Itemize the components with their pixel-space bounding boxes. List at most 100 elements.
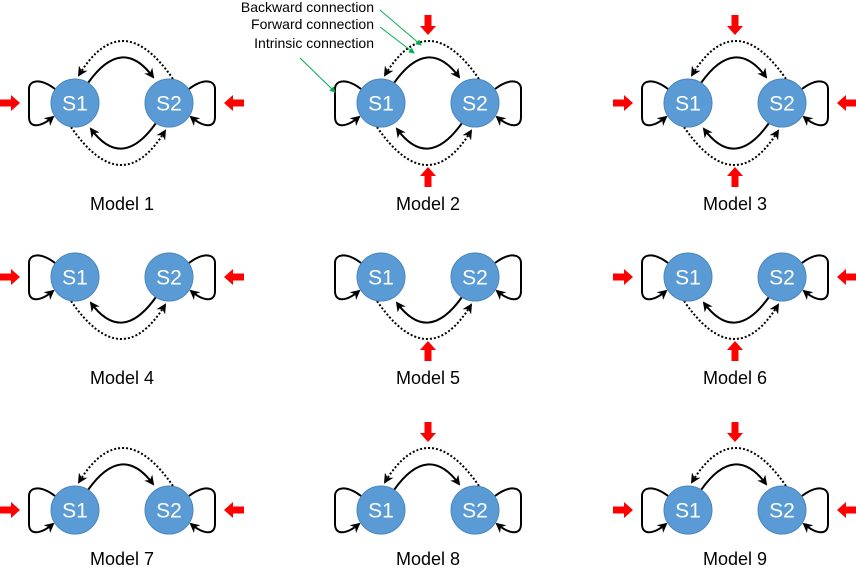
input-arrow-bottom [420,341,436,361]
backward-connection-bottom [683,126,780,166]
node-s1 [50,252,100,302]
input-arrow-right [837,95,856,111]
intrinsic-connection-s1 [28,487,56,534]
node-s1 [50,78,100,128]
input-arrow-left [613,502,633,518]
forward-connection-bottom [702,122,770,150]
node-label-s1: S1 [675,267,701,290]
intrinsic-connection-s2 [188,487,216,534]
node-s1 [356,485,406,535]
backward-connection-bottom [376,300,473,340]
model-label: Model 4 [90,368,154,388]
legend-pointer-intrinsic [299,57,336,93]
intrinsic-connection-s2 [494,487,522,534]
backward-connection-bottom [70,300,167,340]
input-arrow-left [0,269,20,285]
node-s2 [144,485,194,535]
intrinsic-connection-s1 [641,254,669,301]
input-arrow-left [0,502,20,518]
backward-connection-bottom [376,126,473,166]
input-arrow-left [613,95,633,111]
intrinsic-connection-s2 [494,254,522,301]
node-label-s2: S2 [156,93,182,116]
forward-connection-top [393,56,461,84]
model-label: Model 5 [396,368,460,388]
backward-connection-bottom [70,126,167,166]
input-arrow-right [837,502,856,518]
forward-connection-top [393,463,461,491]
intrinsic-connection-s2 [801,487,829,534]
model-label: Model 9 [703,549,767,569]
input-arrow-right [224,269,244,285]
forward-connection-top [700,463,768,491]
legend-pointer-backward [379,9,422,46]
intrinsic-connection-s1 [641,80,669,127]
node-s1 [663,252,713,302]
node-s2 [144,252,194,302]
node-label-s2: S2 [769,93,795,116]
model-label: Model 1 [90,194,154,214]
intrinsic-connection-s1 [28,80,56,127]
model-label: Model 8 [396,549,460,569]
intrinsic-connection-s1 [334,254,362,301]
node-label-s1: S1 [675,500,701,523]
backward-connection-top [77,447,174,487]
node-label-s2: S2 [769,500,795,523]
backward-connection-top [77,40,174,80]
node-s1 [663,78,713,128]
forward-connection-top [87,56,155,84]
node-label-s2: S2 [156,500,182,523]
node-label-s2: S2 [462,93,488,116]
input-arrow-right [224,502,244,518]
node-s2 [450,252,500,302]
node-label-s1: S1 [368,93,394,116]
intrinsic-connection-s2 [188,254,216,301]
input-arrow-right [837,269,856,285]
intrinsic-connection-s1 [334,80,362,127]
node-s2 [144,78,194,128]
legend-label-backward: Backward connection [241,0,374,15]
forward-connection-bottom [702,296,770,324]
node-label-s1: S1 [62,267,88,290]
node-s2 [757,78,807,128]
node-s1 [356,252,406,302]
forward-connection-bottom [395,122,463,150]
node-label-s1: S1 [368,500,394,523]
legend-label-intrinsic: Intrinsic connection [254,35,374,51]
input-arrow-right [224,95,244,111]
forward-connection-bottom [395,296,463,324]
node-s2 [757,485,807,535]
node-label-s2: S2 [462,267,488,290]
node-s2 [450,485,500,535]
input-arrow-bottom [727,341,743,361]
intrinsic-connection-s1 [641,487,669,534]
node-label-s1: S1 [62,500,88,523]
input-arrow-left [613,269,633,285]
node-label-s1: S1 [62,93,88,116]
node-s2 [757,252,807,302]
node-s1 [50,485,100,535]
node-label-s1: S1 [675,93,701,116]
node-label-s2: S2 [462,500,488,523]
model-label: Model 3 [703,194,767,214]
model-label: Model 6 [703,368,767,388]
input-arrow-bottom [420,167,436,187]
model-label: Model 7 [90,549,154,569]
input-arrow-top [420,15,436,35]
intrinsic-connection-s1 [28,254,56,301]
node-label-s1: S1 [368,267,394,290]
backward-connection-bottom [683,300,780,340]
forward-connection-top [700,56,768,84]
legend-pointer-forward [379,26,415,54]
backward-connection-top [690,40,787,80]
